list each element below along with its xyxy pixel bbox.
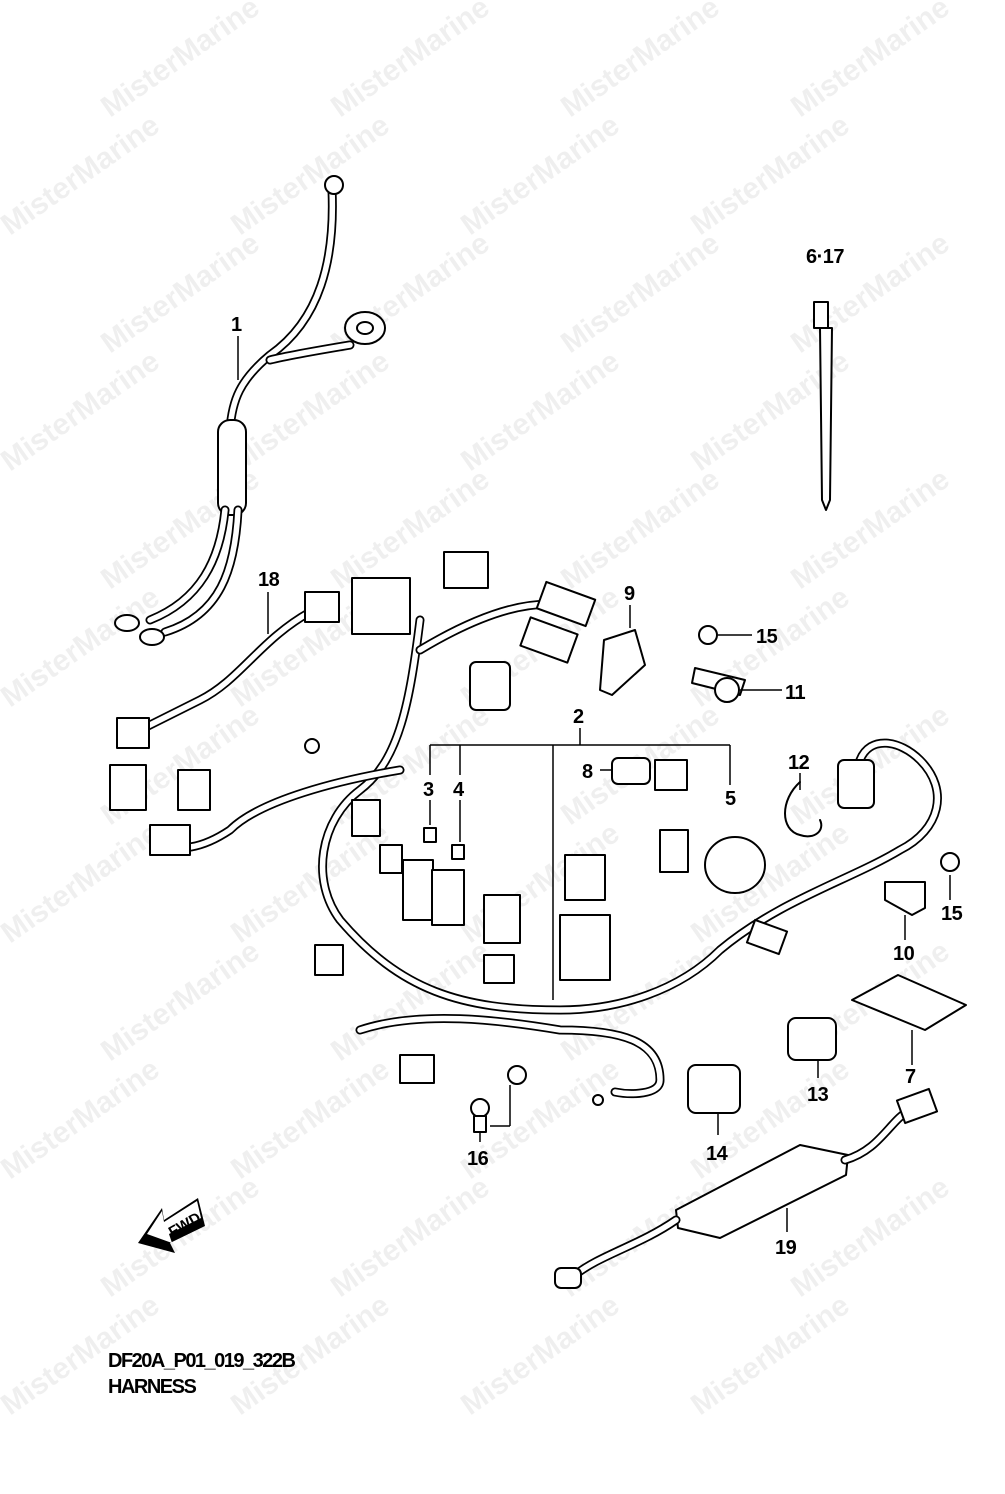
part-7-tape (851, 974, 967, 1065)
watermark-text: MisterMarine (555, 227, 726, 360)
callout-15-lower: 15 (941, 903, 963, 925)
part-13-clamp (787, 1017, 837, 1078)
part-19-sensor (554, 1087, 939, 1289)
diagram-title: HARNESS (108, 1376, 197, 1398)
part-4-fuse (451, 800, 465, 860)
callout-9: 9 (624, 583, 635, 605)
watermark-text: MisterMarine (0, 581, 166, 714)
diagram-code: DF20A_P01_019_322B (108, 1350, 296, 1372)
callout-19: 19 (775, 1237, 797, 1259)
part-14-clamp (687, 1064, 741, 1135)
watermark-text: MisterMarine (0, 1053, 166, 1186)
part-15-bolt-lower (940, 852, 960, 900)
part-8-relay-cover (600, 757, 688, 791)
callout-labels: 1 2 3 4 5 6·17 7 8 9 10 11 12 13 14 15 1… (231, 246, 963, 1259)
watermark-text: MisterMarine (95, 0, 266, 124)
callout-7: 7 (905, 1066, 916, 1088)
part-15-bolt-upper (698, 625, 752, 645)
watermark-text: MisterMarine (455, 345, 626, 478)
watermark-text: MisterMarine (685, 1289, 856, 1422)
part-12-clip (784, 773, 823, 838)
watermark-text: MisterMarine (555, 0, 726, 124)
watermark-text: MisterMarine (555, 463, 726, 596)
part-18-sub-harness (116, 591, 340, 749)
callout-1: 1 (231, 314, 242, 336)
watermark-text: MisterMarine (0, 817, 166, 950)
part-10-bracket (884, 881, 926, 940)
watermark-text: MisterMarine (95, 227, 266, 360)
callout-8: 8 (582, 761, 593, 783)
watermark-text: MisterMarine (0, 345, 166, 478)
callout-15-upper: 15 (756, 626, 778, 648)
callout-6-17: 6·17 (806, 246, 844, 268)
watermark-text: MisterMarine (0, 109, 166, 242)
watermark-text: MisterMarine (785, 0, 956, 124)
callout-5: 5 (725, 788, 736, 810)
part-11-clamp (691, 667, 782, 703)
part-2-main-harness (109, 551, 942, 1106)
watermark-text: MisterMarine (455, 1289, 626, 1422)
callout-11: 11 (785, 682, 806, 704)
callout-16: 16 (467, 1148, 489, 1170)
callout-18: 18 (258, 569, 280, 591)
callout-4: 4 (453, 779, 465, 801)
callout-12: 12 (788, 752, 810, 774)
callout-10: 10 (893, 943, 915, 965)
watermark-text: MisterMarine (225, 109, 396, 242)
callout-13: 13 (807, 1084, 829, 1106)
part-1-battery-cable (114, 175, 386, 646)
watermark-text: MisterMarine (225, 1053, 396, 1186)
watermark-text: MisterMarine (685, 109, 856, 242)
callout-3: 3 (423, 779, 434, 801)
watermark-text: MisterMarine (455, 109, 626, 242)
callout-14: 14 (706, 1143, 729, 1165)
part-16-bolt (470, 1085, 511, 1142)
watermark-text: MisterMarine (785, 463, 956, 596)
part-3-fuse (423, 800, 437, 843)
part-6-17-cable-tie (813, 301, 833, 511)
callout-2: 2 (573, 706, 584, 728)
part-9-bracket (599, 605, 646, 696)
watermark-text: MisterMarine (225, 345, 396, 478)
watermark-text: MisterMarine (325, 0, 496, 124)
watermark-text: MisterMarine (325, 699, 496, 832)
watermark-text: MisterMarine (95, 935, 266, 1068)
watermark-text: MisterMarine (325, 1171, 496, 1304)
